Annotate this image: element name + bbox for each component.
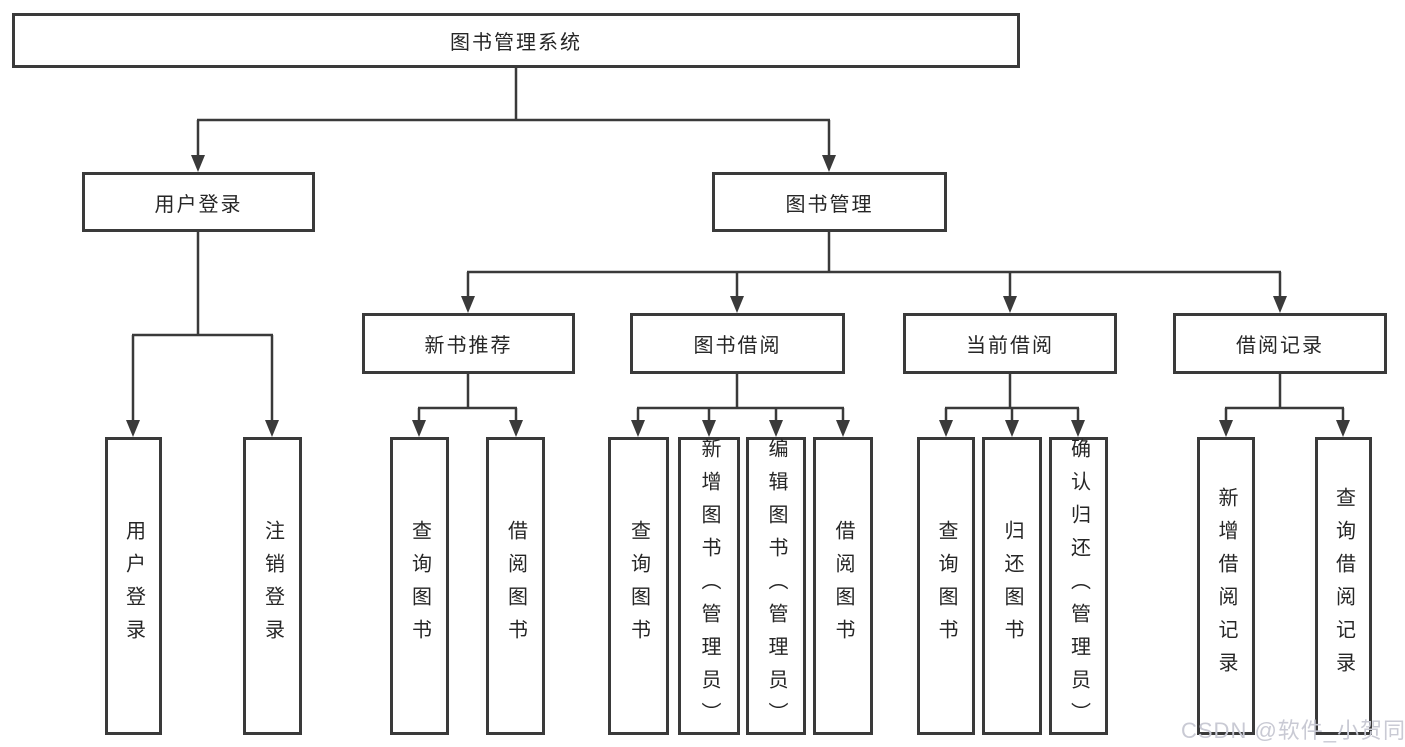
leaf-return-books: 归还图书	[982, 437, 1042, 735]
node-current-borrowing: 当前借阅	[903, 313, 1117, 374]
node-borrowing-records: 借阅记录	[1173, 313, 1387, 374]
leaf-add-books-admin: 新增图书（管理员）	[678, 437, 740, 735]
csdn-watermark: CSDN @软件_小贺同学	[1181, 718, 1405, 743]
leaf-add-borrow-record: 新增借阅记录	[1197, 437, 1255, 735]
node-new-book-recommendation: 新书推荐	[362, 313, 575, 374]
leaf-query-books-recommend: 查询图书	[390, 437, 449, 735]
leaf-user-login: 用户登录	[105, 437, 162, 735]
leaf-query-books-borrowing: 查询图书	[608, 437, 669, 735]
leaf-borrow-books: 借阅图书	[813, 437, 873, 735]
arrowheads	[126, 155, 1350, 437]
leaf-confirm-return-admin: 确认归还（管理员）	[1049, 437, 1108, 735]
leaf-edit-books-admin: 编辑图书（管理员）	[746, 437, 806, 735]
node-library-management-system: 图书管理系统	[12, 13, 1020, 68]
leaf-logout: 注销登录	[243, 437, 302, 735]
leaf-borrow-books-recommend: 借阅图书	[486, 437, 545, 735]
leaf-query-books-current: 查询图书	[917, 437, 975, 735]
leaf-query-borrow-record: 查询借阅记录	[1315, 437, 1372, 735]
node-user-login: 用户登录	[82, 172, 315, 232]
node-book-management: 图书管理	[712, 172, 947, 232]
node-book-borrowing: 图书借阅	[630, 313, 845, 374]
